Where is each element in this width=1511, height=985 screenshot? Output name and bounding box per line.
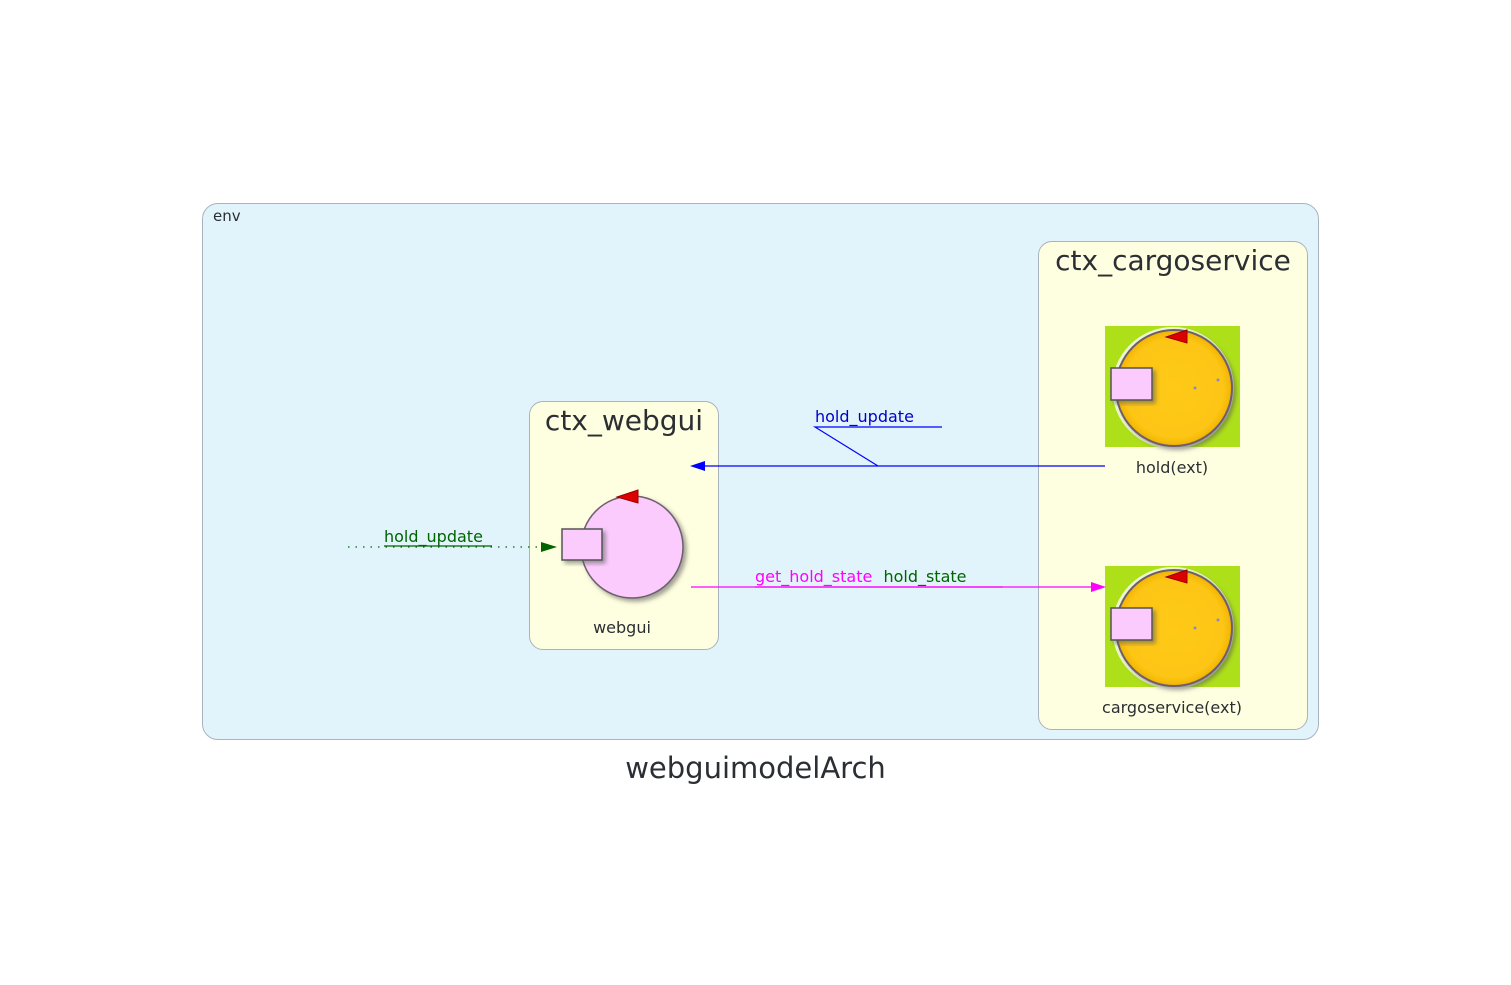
- edge-request-label: get_hold_state: [755, 567, 872, 587]
- ctx-cargoservice-title: ctx_cargoservice: [1055, 244, 1291, 277]
- edge-hold-to-webgui-label: hold_update: [815, 407, 914, 427]
- cargoservice-external-actor-icon[interactable]: [1105, 566, 1240, 689]
- hold-node-label: hold(ext): [1135, 458, 1209, 477]
- diagram-title: webguimodelArch: [625, 751, 886, 785]
- env-label: env: [213, 207, 241, 225]
- webgui-actor-icon[interactable]: [561, 489, 684, 599]
- edge-webgui-to-cargoservice-label: get_hold_state hold_state: [755, 567, 967, 587]
- edge-webgui-to-cargoservice: get_hold_state hold_state: [691, 567, 1106, 592]
- cargoservice-node-label: cargoservice(ext): [1102, 698, 1242, 717]
- edge-in-hold-update: hold_update: [348, 527, 557, 552]
- hold-external-actor-icon[interactable]: [1105, 326, 1240, 449]
- edge-hold-to-webgui: hold_update: [690, 407, 1105, 471]
- edge-reply-label: hold_state: [883, 567, 966, 587]
- ctx-webgui-title: ctx_webgui: [544, 404, 704, 437]
- ctx-webgui-cluster: ctx_webgui: [529, 401, 719, 650]
- webgui-node-label: webgui: [593, 618, 651, 637]
- edge-in-hold-update-label: hold_update: [384, 527, 483, 547]
